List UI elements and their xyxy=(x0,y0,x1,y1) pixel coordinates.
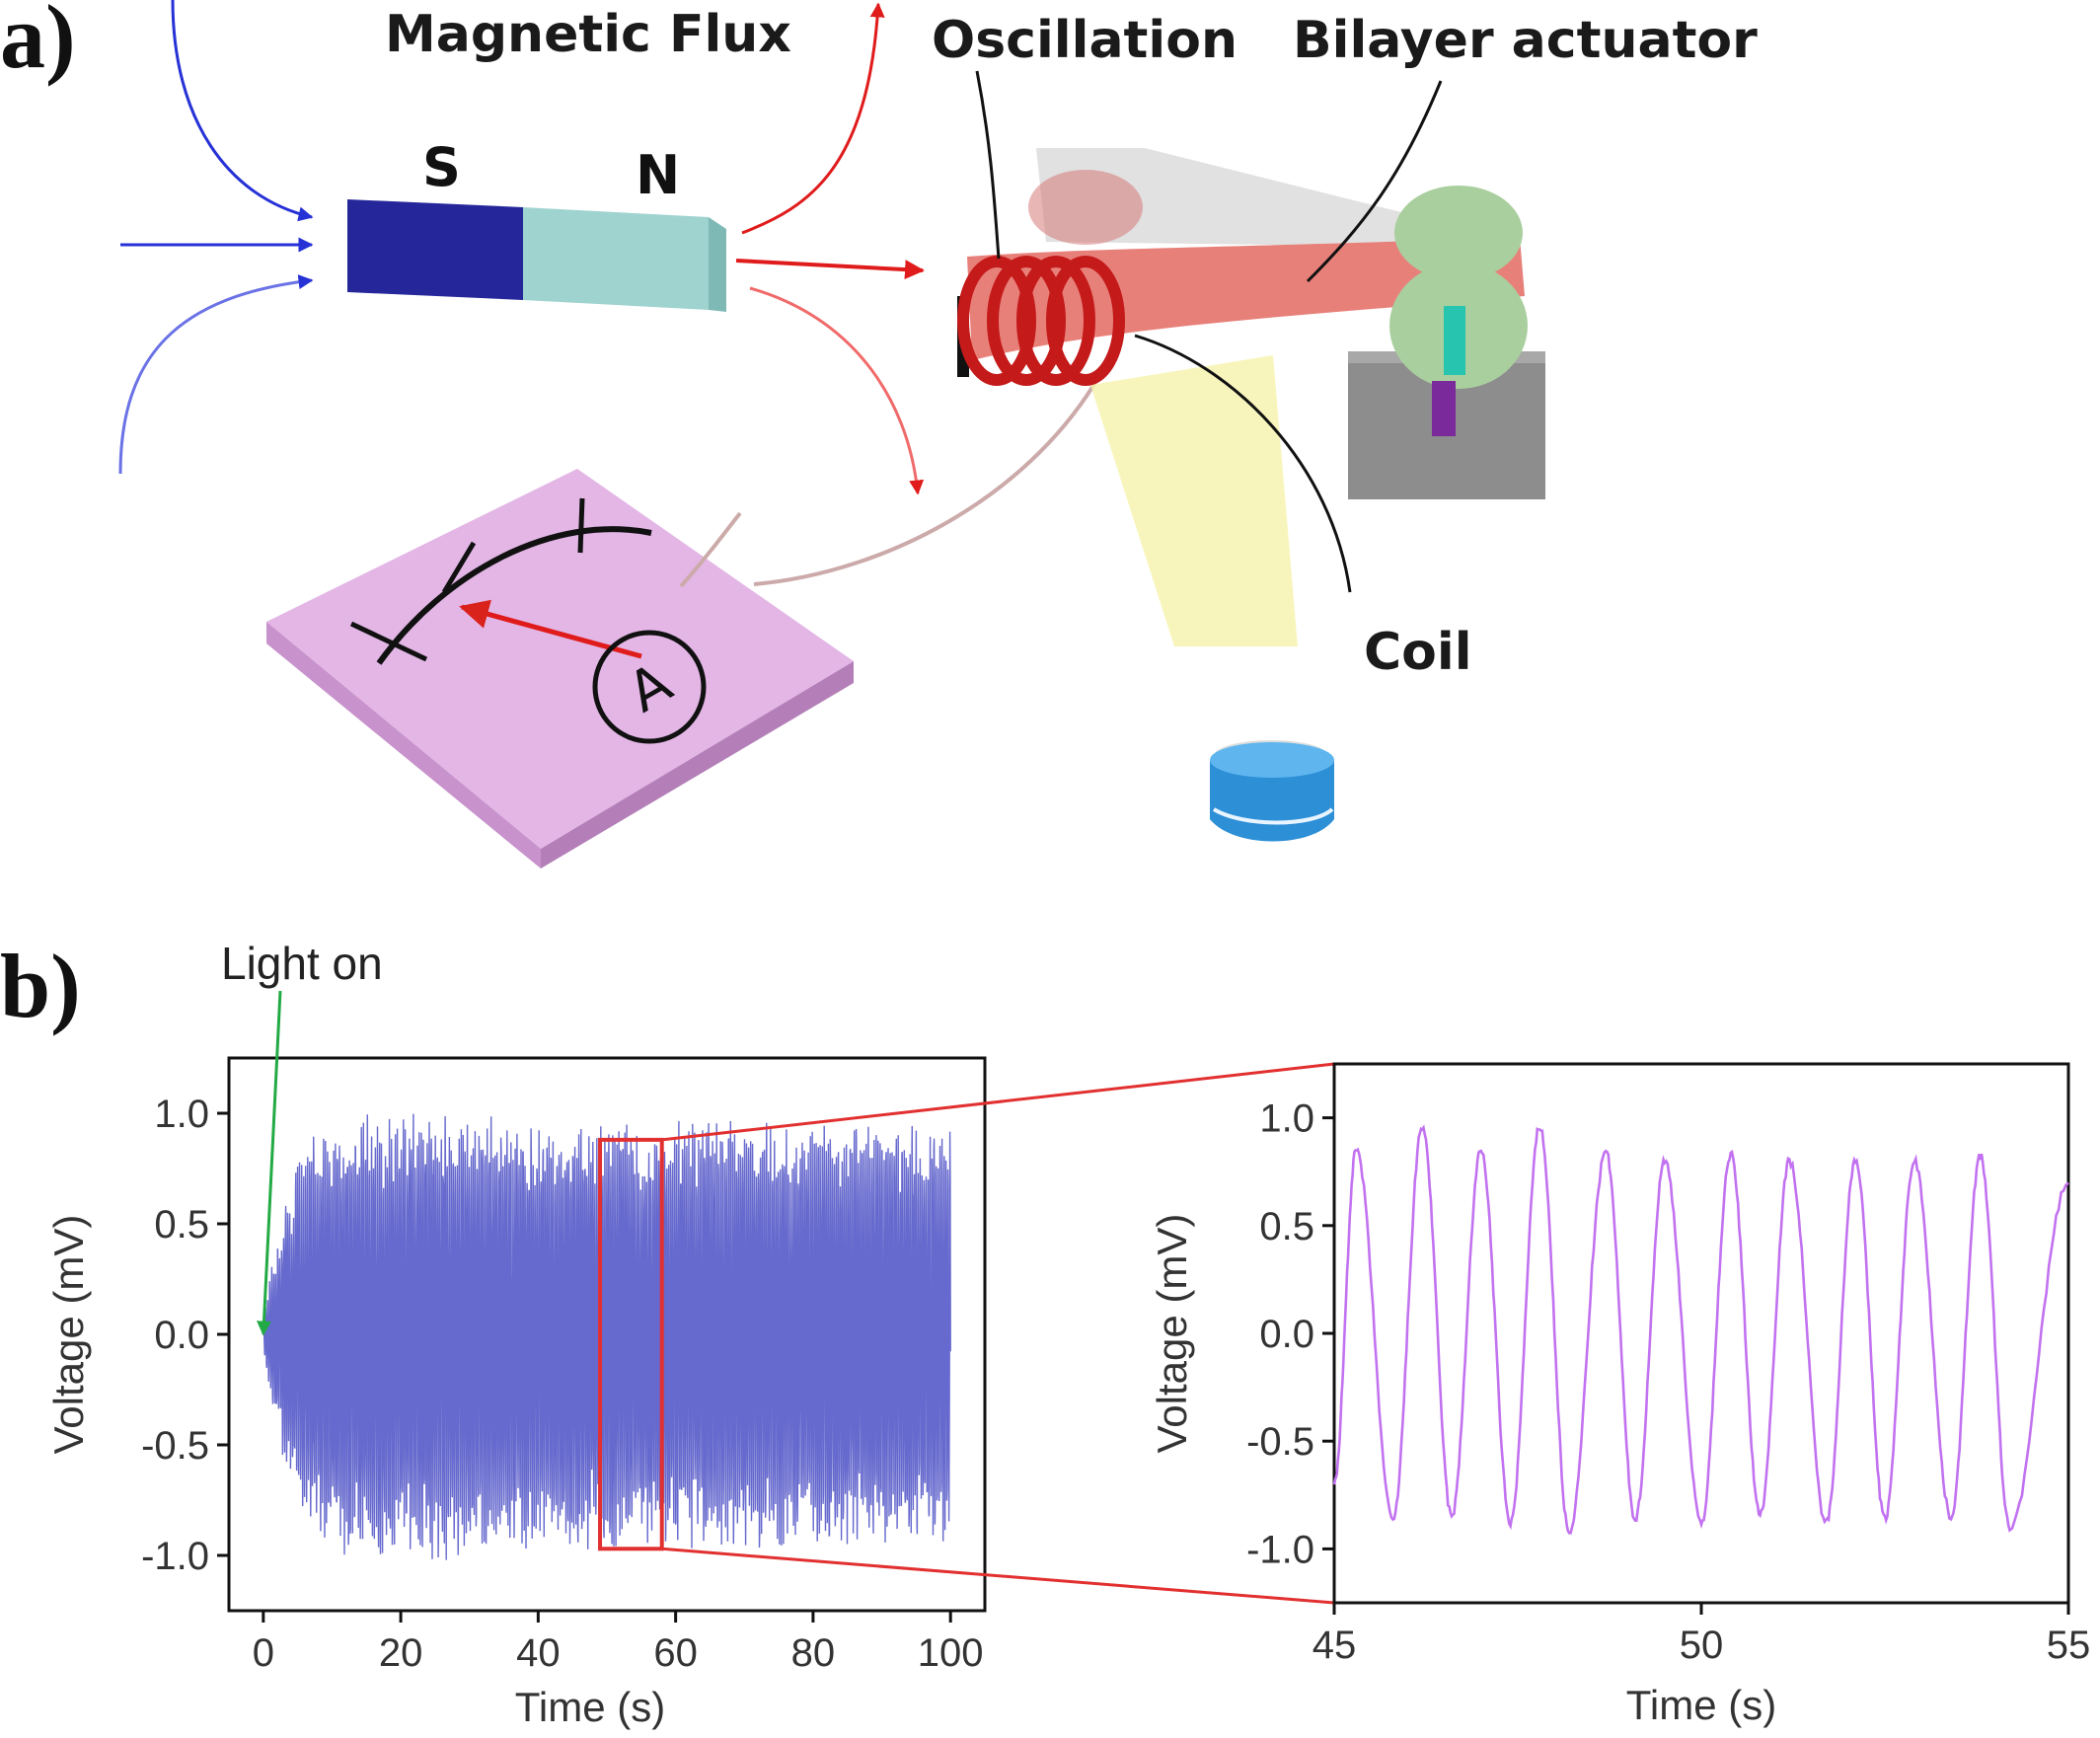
light-source xyxy=(1090,355,1334,842)
coil-label: Coil xyxy=(1364,623,1472,682)
x-axis-left-tick-label: 100 xyxy=(918,1631,984,1675)
x-axis-title-right: Time (s) xyxy=(1626,1682,1776,1728)
light-on-label: Light on xyxy=(221,938,383,989)
oscillation-label: Oscillation xyxy=(932,11,1238,70)
magnetic-flux-label: Magnetic Flux xyxy=(385,5,791,64)
y-axis-right-tick-label: 0.5 xyxy=(1259,1205,1314,1248)
zoom-connector-bottom xyxy=(661,1547,1335,1605)
x-axis-left-tick-label: 40 xyxy=(516,1631,561,1675)
series-line-voltage xyxy=(262,1113,951,1560)
y-axis-left-tick-label: 0.5 xyxy=(154,1203,209,1247)
y-axis-right-tick-label: -1.0 xyxy=(1246,1528,1314,1571)
y-axis-left-tick-label: -1.0 xyxy=(141,1535,209,1578)
panel-a-letter: a) xyxy=(0,0,76,87)
ammeter: A xyxy=(266,364,1107,869)
pole-n-label: N xyxy=(636,144,680,206)
y-axis-left-tick-label: 1.0 xyxy=(154,1093,209,1136)
coil xyxy=(957,256,1125,386)
magnet-north-pole xyxy=(523,207,709,310)
zoom-connector-top xyxy=(661,1062,1335,1142)
series-line-voltage-zoom xyxy=(1332,1124,2069,1535)
x-axis-left-tick-label: 60 xyxy=(653,1631,698,1675)
x-axis-left: 0 20 40 60 80 100 xyxy=(253,1611,984,1675)
magnet-south-pole xyxy=(347,199,523,300)
bar-magnet: S N xyxy=(347,136,726,312)
chart-zoomed-trace: 1.0 0.5 0.0 -0.5 -1.0 45 50 55 Time (s) Voltag… xyxy=(1149,1062,2091,1728)
x-axis-title-left: Time (s) xyxy=(515,1684,665,1730)
panel-b-letter: b) xyxy=(0,936,81,1036)
bilayer-actuator-label: Bilayer actuator xyxy=(1293,11,1758,70)
x-axis-left-tick-label: 0 xyxy=(253,1631,274,1675)
flux-lines-incoming xyxy=(118,0,314,475)
y-axis-left-tick-label: 0.0 xyxy=(154,1314,209,1357)
x-axis-left-tick-label: 20 xyxy=(379,1631,423,1675)
y-axis-title-right: Voltage (mV) xyxy=(1149,1214,1195,1454)
y-axis-right-tick-label: 1.0 xyxy=(1259,1097,1314,1141)
y-axis-left-tick-label: -0.5 xyxy=(141,1424,209,1468)
x-axis-right-tick-label: 45 xyxy=(1312,1624,1357,1667)
x-axis-left-tick-label: 80 xyxy=(791,1631,836,1675)
y-axis-right: 1.0 0.5 0.0 -0.5 -1.0 xyxy=(1246,1097,1334,1571)
schematic-panel: a) Magnetic Flux Oscillation Bilayer act… xyxy=(0,0,1758,869)
leader-lines xyxy=(975,70,1443,593)
y-axis-left: 1.0 0.5 0.0 -0.5 -1.0 xyxy=(141,1093,229,1578)
y-axis-title-left: Voltage (mV) xyxy=(45,1215,92,1455)
flux-lines-outgoing xyxy=(735,2,925,495)
y-axis-right-tick-label: -0.5 xyxy=(1246,1420,1314,1464)
plot-frame-right xyxy=(1332,1062,2070,1605)
x-axis-right-tick-label: 50 xyxy=(1680,1624,1724,1667)
zoom-region-box xyxy=(598,1137,664,1551)
x-axis-right: 45 50 55 xyxy=(1312,1603,2091,1667)
x-axis-right-tick-label: 55 xyxy=(2047,1624,2091,1667)
pole-s-label: S xyxy=(422,136,461,198)
light-on-arrow xyxy=(256,990,282,1336)
y-axis-right-tick-label: 0.0 xyxy=(1259,1313,1314,1356)
